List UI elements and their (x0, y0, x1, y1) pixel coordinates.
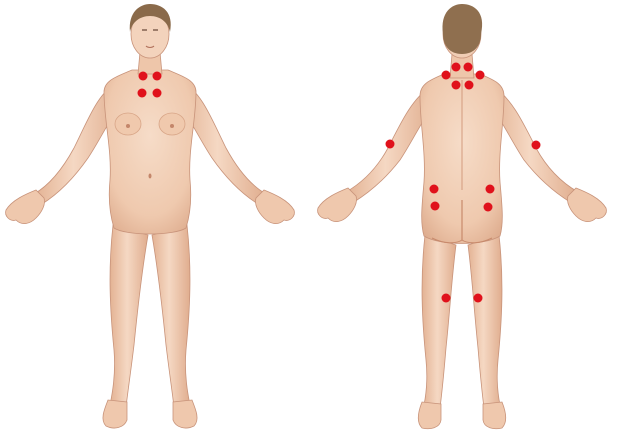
tender-point (441, 70, 451, 80)
back-figure (317, 4, 607, 430)
tender-point (473, 293, 483, 303)
tender-point (441, 293, 451, 303)
front-figure (5, 4, 295, 429)
tender-point (152, 71, 162, 81)
tender-point (483, 202, 493, 212)
tender-point (464, 80, 474, 90)
tender-point (152, 88, 162, 98)
tender-point (138, 71, 148, 81)
tender-point (385, 139, 395, 149)
tender-point (475, 70, 485, 80)
tender-point (531, 140, 541, 150)
tender-points-back (385, 62, 541, 303)
tender-point (430, 201, 440, 211)
tender-point (451, 62, 461, 72)
tender-point (485, 184, 495, 194)
tender-points-front (137, 71, 162, 98)
tender-point (429, 184, 439, 194)
tender-point (137, 88, 147, 98)
tender-point (463, 62, 473, 72)
tender-point (451, 80, 461, 90)
